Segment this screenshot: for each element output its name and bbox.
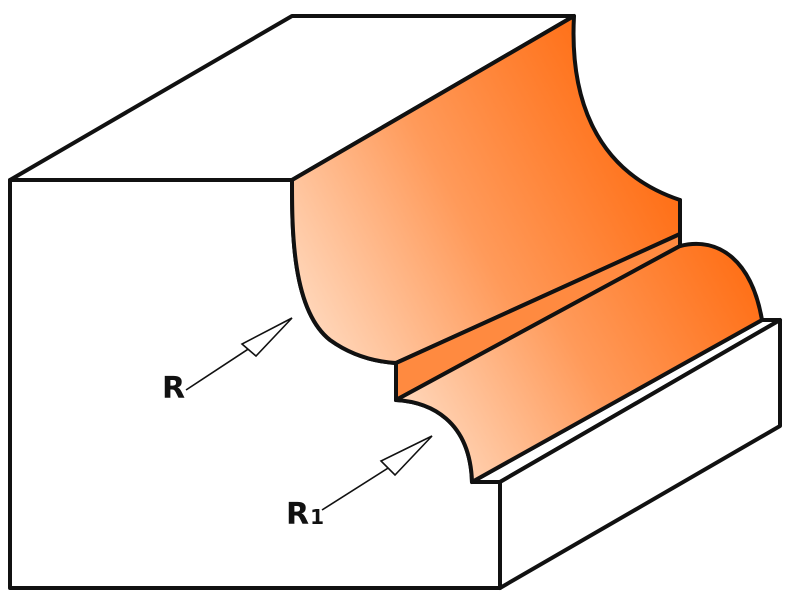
r1-arrowhead <box>379 435 433 477</box>
label-r1-subscript: 1 <box>310 505 324 529</box>
lower-bead-surface <box>394 241 764 484</box>
label-r1: R1 <box>286 497 324 532</box>
r-arrowhead <box>240 317 293 358</box>
label-r: R <box>162 371 185 406</box>
label-r1-base: R <box>286 497 309 532</box>
block-ledge-front <box>498 318 782 590</box>
